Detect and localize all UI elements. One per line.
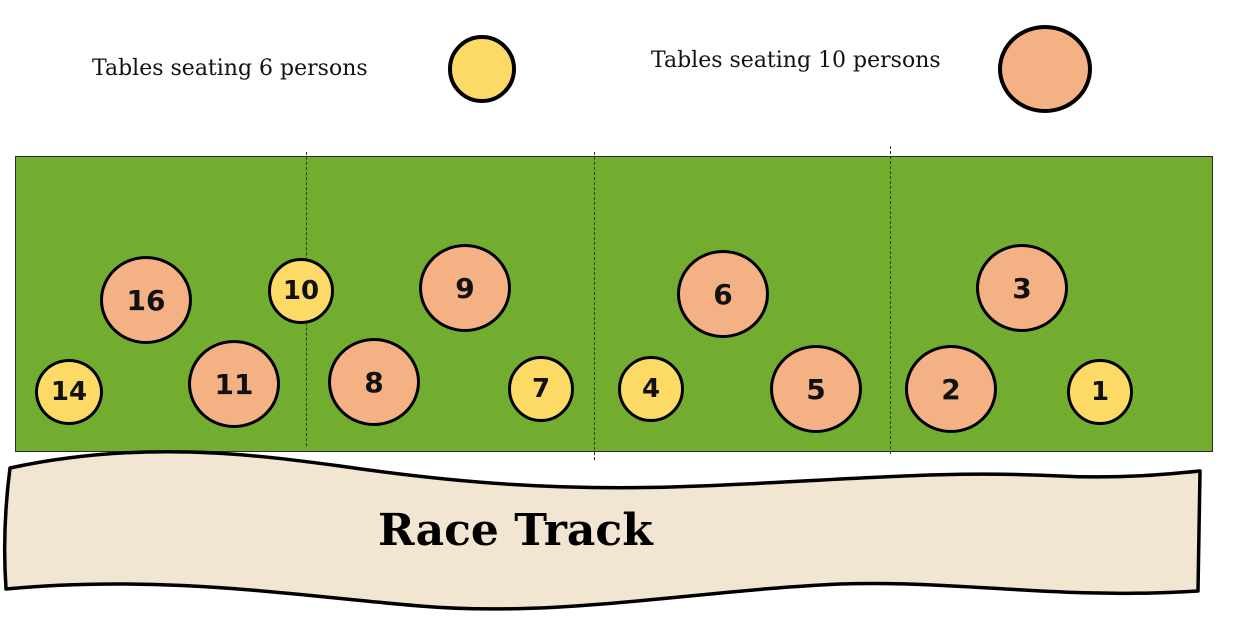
- table-number: 11: [214, 367, 254, 401]
- table-7[interactable]: 7: [508, 356, 574, 422]
- table-number: 4: [641, 374, 661, 404]
- table-number: 7: [531, 374, 551, 404]
- table-9[interactable]: 9: [419, 244, 511, 332]
- table-number: 14: [50, 377, 88, 407]
- table-number: 10: [282, 276, 320, 306]
- table-6[interactable]: 6: [677, 250, 769, 338]
- table-1[interactable]: 1: [1067, 359, 1133, 425]
- section-divider-3: [890, 146, 891, 454]
- table-2[interactable]: 2: [905, 345, 997, 433]
- table-5[interactable]: 5: [770, 345, 862, 433]
- table-number: 8: [364, 365, 384, 399]
- table-number: 16: [126, 283, 166, 317]
- table-number: 9: [455, 271, 475, 305]
- table-16[interactable]: 16: [100, 256, 192, 344]
- table-3[interactable]: 3: [976, 244, 1068, 332]
- table-8[interactable]: 8: [328, 338, 420, 426]
- table-4[interactable]: 4: [618, 356, 684, 422]
- table-number: 5: [806, 372, 826, 406]
- section-divider-2: [594, 152, 595, 460]
- legend-swatch-6-persons: [448, 35, 516, 103]
- table-number: 3: [1012, 271, 1032, 305]
- table-number: 2: [941, 372, 961, 406]
- legend-label-6-persons: Tables seating 6 persons: [92, 56, 368, 81]
- table-14[interactable]: 14: [35, 359, 103, 425]
- race-track-label: Race Track: [378, 505, 653, 556]
- table-10[interactable]: 10: [268, 258, 334, 324]
- table-number: 1: [1090, 377, 1110, 407]
- race-track-shape: [2, 449, 1202, 611]
- table-11[interactable]: 11: [188, 340, 280, 428]
- legend-label-10-persons: Tables seating 10 persons: [651, 48, 941, 73]
- legend-swatch-10-persons: [998, 25, 1092, 113]
- table-number: 6: [713, 277, 733, 311]
